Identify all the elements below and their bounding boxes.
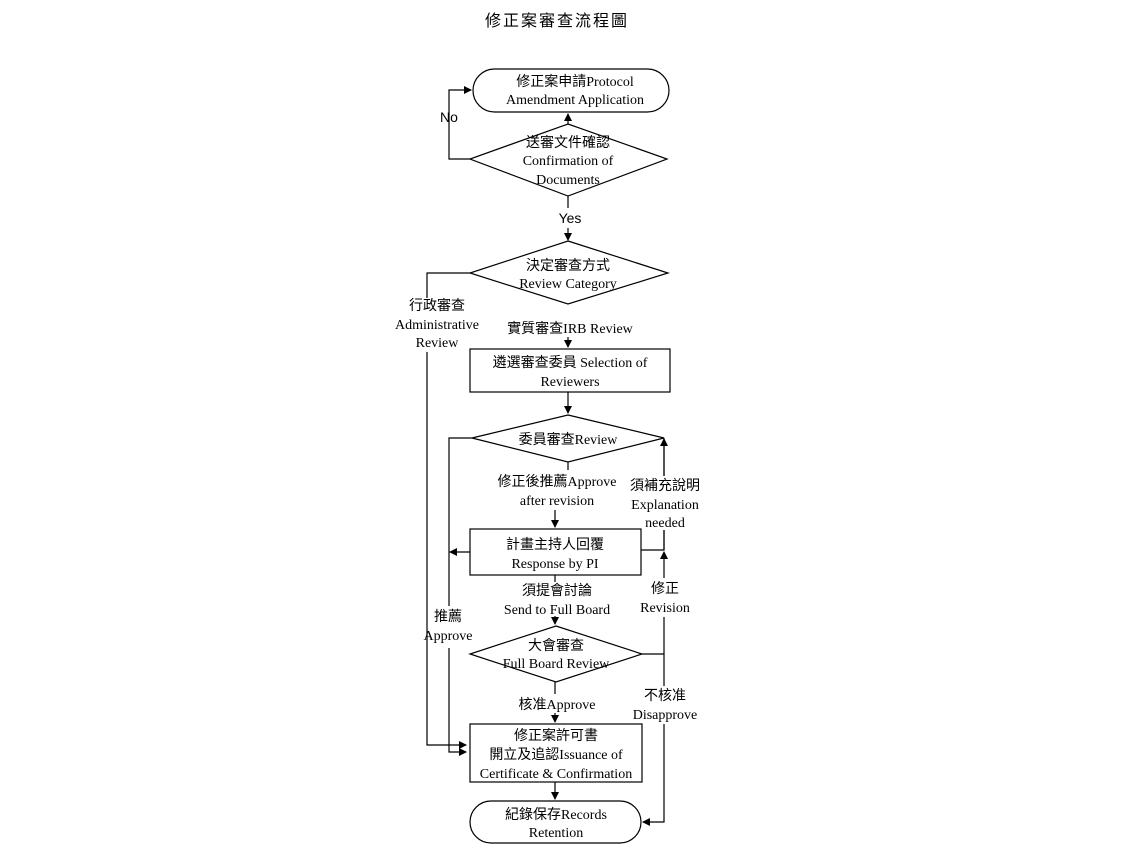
certificate-text-2: 開立及追認Issuance of bbox=[489, 747, 623, 763]
confirmation-text-3: Documents bbox=[536, 173, 600, 188]
disapprove-arrow bbox=[642, 724, 665, 826]
label-irb-review: 實質審查IRB Review bbox=[507, 320, 633, 337]
certificate-text-1: 修正案許可書 bbox=[514, 727, 598, 744]
label-send-full-board-2: Send to Full Board bbox=[504, 603, 610, 618]
certificate-process bbox=[469, 723, 643, 783]
label-revision-1: 修正 bbox=[651, 581, 679, 597]
selection-text-1: 遴選審查委員 Selection of bbox=[493, 355, 648, 371]
label-explanation-2: Explanation bbox=[631, 498, 699, 513]
category-text-1: 決定審查方式 bbox=[526, 258, 610, 274]
label-recommend-approve-1: 推薦 bbox=[434, 609, 462, 625]
label-send-full-board-1: 須提會討論 bbox=[522, 583, 592, 599]
label-recommend-approve-2: Approve bbox=[424, 629, 473, 644]
pi-response-text-2: Response by PI bbox=[511, 557, 598, 572]
label-explanation-1: 須補充說明 bbox=[630, 477, 700, 494]
confirmation-text-2: Confirmation of bbox=[523, 154, 614, 169]
connectors bbox=[426, 86, 668, 826]
label-revision-2: Revision bbox=[640, 601, 690, 616]
pi-response-text-1: 計畫主持人回覆 bbox=[506, 537, 604, 553]
full-board-text-2: Full Board Review bbox=[503, 657, 610, 672]
full-board-decision bbox=[468, 625, 644, 683]
label-administrative-2: Administrative bbox=[395, 318, 479, 333]
application-terminator bbox=[472, 68, 670, 113]
label-yes: Yes bbox=[559, 210, 582, 226]
revision-line bbox=[642, 617, 665, 655]
category-text-2: Review Category bbox=[519, 277, 617, 292]
confirmation-decision bbox=[468, 123, 669, 197]
selection-text-2: Reviewers bbox=[540, 375, 599, 390]
label-administrative-3: Review bbox=[416, 336, 460, 351]
selection-process bbox=[469, 348, 671, 393]
pi-response-process bbox=[469, 528, 642, 576]
label-disapprove-1: 不核准 bbox=[644, 688, 686, 704]
label-administrative-1: 行政審查 bbox=[409, 298, 465, 314]
administrative-arrow bbox=[426, 352, 467, 749]
label-explanation-3: needed bbox=[645, 516, 685, 531]
confirmation-text-1: 送審文件確認 bbox=[526, 135, 610, 151]
approve-arrow bbox=[448, 648, 467, 756]
application-text-1: 修正案申請Protocol bbox=[516, 73, 634, 90]
review-category-decision bbox=[468, 240, 670, 305]
label-no: No bbox=[440, 109, 458, 125]
records-terminator bbox=[469, 800, 642, 844]
approve-line-top bbox=[448, 437, 472, 606]
certificate-text-3: Certificate & Confirmation bbox=[480, 767, 632, 782]
records-text-1: 紀錄保存Records bbox=[505, 807, 607, 823]
label-approve: 核准Approve bbox=[519, 697, 596, 713]
diagram-title: 修正案審查流程圖 bbox=[485, 12, 629, 30]
full-board-text-1: 大會審查 bbox=[528, 638, 584, 654]
records-text-2: Retention bbox=[529, 826, 583, 841]
administrative-line-top bbox=[426, 272, 470, 298]
pi-to-review-line bbox=[641, 530, 665, 551]
label-approve-after-revision-2: after revision bbox=[520, 494, 594, 509]
no-loop-arrow bbox=[448, 86, 472, 160]
committee-review-text: 委員審查Review bbox=[519, 432, 619, 448]
label-disapprove-2: Disapprove bbox=[633, 708, 698, 723]
committee-review-decision bbox=[471, 414, 665, 463]
application-text-2: Amendment Application bbox=[506, 93, 644, 108]
label-approve-after-revision-1: 修正後推薦Approve bbox=[498, 474, 617, 490]
